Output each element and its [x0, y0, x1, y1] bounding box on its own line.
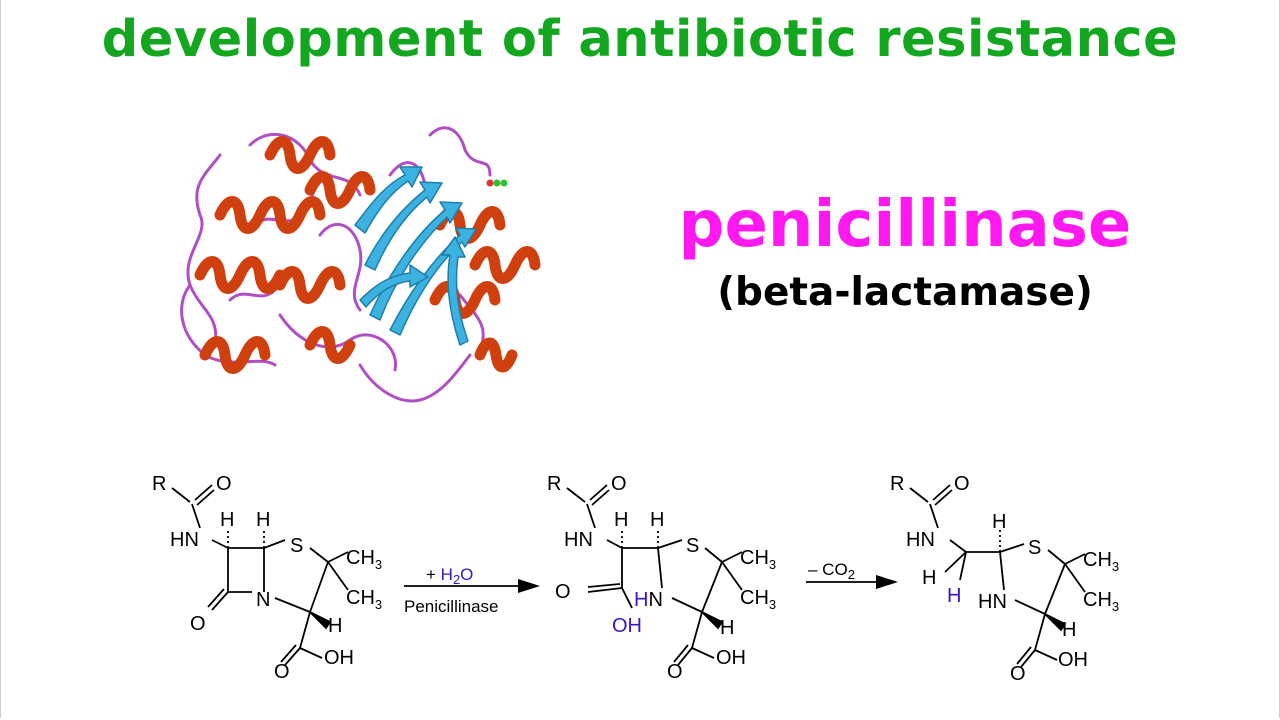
atom-label: S [1028, 537, 1041, 559]
atom-label: HN [906, 529, 935, 551]
atom-label-added-oh: OH [612, 615, 642, 637]
atom-label: S [290, 535, 303, 557]
hydrolysis-reaction-scheme: R O HN H H S CH3 CH3 N O H O OH + H2O Pe… [152, 473, 1119, 685]
atom-label: OH [324, 647, 354, 669]
atom-label: O [274, 661, 290, 683]
atom-label: S [686, 535, 699, 557]
atom-label: R [547, 473, 561, 495]
penicillin-molecule [171, 484, 349, 666]
atom-label: CH3 [1083, 549, 1119, 574]
atom-label: CH3 [1083, 589, 1119, 614]
penilloic-acid-molecule [909, 484, 1086, 668]
atom-label: HN [978, 591, 1007, 613]
atom-label: H [650, 509, 664, 531]
protein-helices [194, 136, 541, 374]
atom-label: H [328, 615, 342, 637]
atom-label: CH3 [740, 547, 776, 572]
atom-label: O [667, 661, 683, 683]
atom-label: N [256, 589, 270, 611]
atom-label: CH3 [346, 547, 382, 572]
atom-label: HN [170, 529, 199, 551]
atom-label: O [555, 581, 571, 603]
atom-label: OH [716, 647, 746, 669]
atom-label: H [614, 509, 628, 531]
reagent-label: + H2O [426, 565, 473, 587]
atom-label: O [611, 473, 627, 495]
atom-label: H [720, 617, 734, 639]
atom-label: OH [1058, 649, 1088, 671]
atom-label: O [190, 613, 206, 635]
enzyme-alias: (beta-lactamase) [717, 270, 1093, 315]
atom-label: H [256, 509, 270, 531]
atom-label: HN [634, 589, 663, 611]
atom-label-added-h: H [947, 585, 961, 607]
atom-label: CH3 [740, 587, 776, 612]
atom-label: O [216, 473, 232, 495]
atom-label: H [220, 509, 234, 531]
catalyst-label: Penicillinase [404, 597, 499, 616]
atom-label: R [152, 473, 166, 495]
atom-label: CH3 [346, 587, 382, 612]
penicilloic-acid-molecule [566, 484, 743, 666]
beta-lactamase-protein-structure [180, 126, 541, 403]
slide-title: development of antibiotic resistance [101, 10, 1179, 69]
atom-label: H [922, 567, 936, 589]
atom-label: O [1010, 663, 1026, 685]
decarboxylation-label: – CO2 [808, 560, 855, 582]
atom-label: H [1062, 619, 1076, 641]
enzyme-name: penicillinase [678, 188, 1132, 262]
atom-label: O [954, 473, 970, 495]
atom-label: H [992, 511, 1006, 533]
atom-label: R [890, 473, 904, 495]
protein-beta-sheets [354, 166, 477, 346]
ligand-atoms [486, 179, 508, 187]
atom-label: HN [564, 529, 593, 551]
